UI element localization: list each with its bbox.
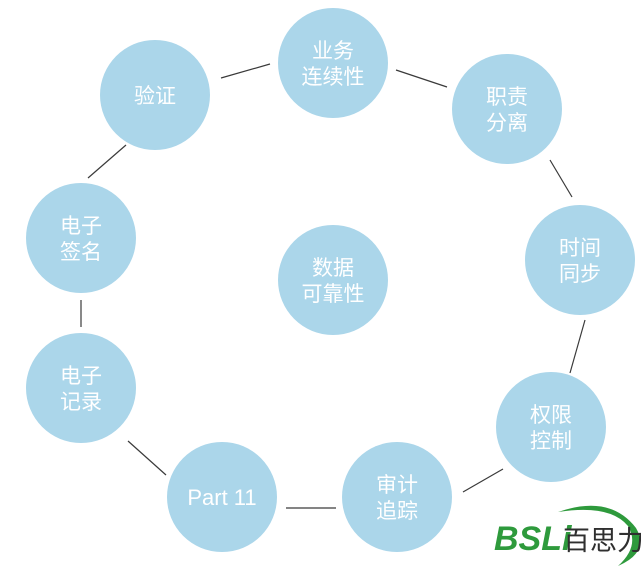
node-label-time-sync-0: 时间 — [559, 236, 601, 260]
node-circle-electronic-signature — [26, 183, 136, 293]
connector-part11-record — [127, 440, 167, 476]
node-label-access-control-1: 控制 — [530, 429, 572, 453]
node-label-duty-separation-0: 职责 — [486, 85, 528, 109]
node-label-electronic-signature-0: 电子 — [60, 214, 102, 238]
node-circle-duty-separation — [452, 54, 562, 164]
node-label-electronic-signature-1: 签名 — [60, 240, 102, 264]
node-label-validation-0: 验证 — [134, 84, 176, 108]
node-circle-business-continuity — [278, 8, 388, 118]
node-label-electronic-record-0: 电子 — [60, 364, 102, 388]
logo-latin-text: BSLi — [494, 520, 573, 558]
node-label-electronic-record-1: 记录 — [60, 390, 102, 414]
node-circle-electronic-record — [26, 333, 136, 443]
connector-timesync-access — [569, 319, 586, 374]
connector-signature-validation — [87, 144, 127, 179]
connector-lines — [80, 63, 586, 509]
node-label-time-sync-1: 同步 — [559, 262, 601, 286]
node-circle-time-sync — [525, 205, 635, 315]
node-label-center-0: 数据 — [312, 256, 354, 280]
connector-continuity-separation — [395, 69, 448, 88]
node-label-duty-separation-1: 分离 — [486, 111, 528, 135]
node-label-audit-trail-0: 审计 — [376, 473, 418, 497]
node-label-center-1: 可靠性 — [302, 282, 365, 306]
logo-chinese-text: 百思力 — [563, 526, 641, 557]
node-part-11: Part 11 — [167, 442, 277, 552]
node-label-audit-trail-1: 追踪 — [376, 499, 418, 523]
node-label-business-continuity-1: 连续性 — [302, 65, 365, 89]
connector-separation-timesync — [549, 159, 573, 198]
node-circle-center — [278, 225, 388, 335]
node-label-part-11-0: Part 11 — [187, 485, 256, 510]
node-label-access-control-0: 权限 — [530, 403, 572, 427]
node-circle-audit-trail — [342, 442, 452, 552]
node-circle-part-11 — [167, 442, 277, 552]
node-circle-access-control — [496, 372, 606, 482]
node-validation: 验证 — [100, 40, 210, 150]
node-label-business-continuity-0: 业务 — [312, 39, 354, 63]
node-circle-validation — [100, 40, 210, 150]
connector-access-audit — [462, 468, 504, 493]
connector-validation-continuity — [220, 63, 271, 79]
bsli-logo: BSLi 百思力 — [494, 505, 641, 566]
